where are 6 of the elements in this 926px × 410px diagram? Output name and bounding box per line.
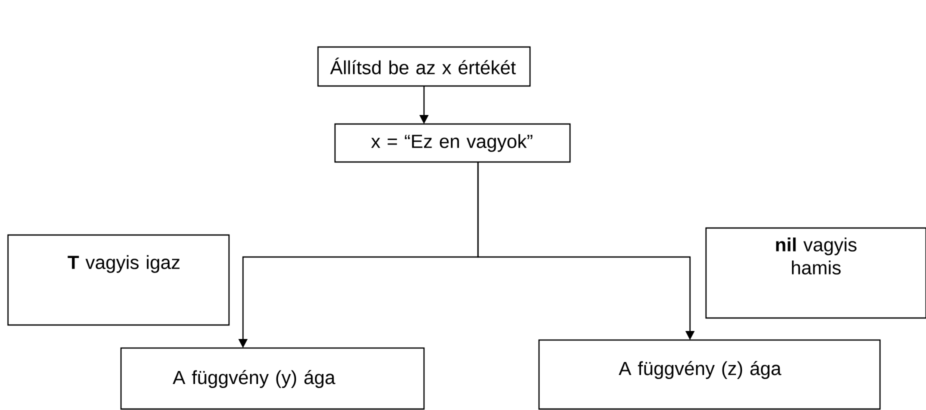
- process-box: T vagyis igaz: [7, 234, 230, 326]
- process-box: x = “Ez en vagyok”: [334, 123, 571, 163]
- process-box: Állítsd be az x értékét: [317, 46, 531, 87]
- process-box: A függvény (y) ága: [120, 347, 425, 410]
- process-box: nil vagyis hamis: [705, 227, 926, 319]
- process-box: A függvény (z) ága: [538, 339, 881, 410]
